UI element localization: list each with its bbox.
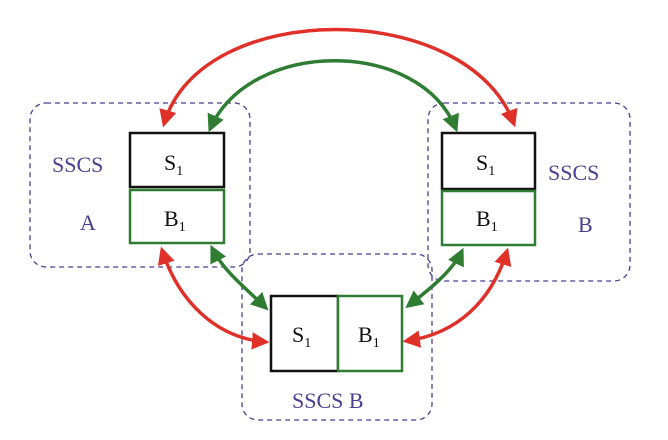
green-arc-top-arrow [207,59,459,133]
group-right-label-2: B [578,212,593,237]
right-b-box [440,189,537,247]
bottom-s-box [269,294,340,373]
group-bottom-label: SSCS B [292,388,364,413]
right-b-label: B1 [476,206,498,235]
left-s-box [128,131,226,189]
green-left-bottom-arrow [210,244,269,311]
red-left-bottom-arrow [157,246,270,350]
green-right-bottom-arrow [405,247,464,309]
group-left-border [29,102,251,268]
left-b-box [128,188,226,245]
group-right-border [427,102,631,282]
red-arc-top-arrow [159,27,518,128]
bottom-s-label: S1 [292,322,311,351]
bottom-b-label: B1 [358,322,380,351]
right-s-box [440,131,537,191]
group-right-label-1: SSCS [548,160,599,185]
left-b-label: B1 [164,206,186,235]
right-s-label: S1 [476,150,495,179]
bottom-b-box [336,294,404,373]
left-s-label: S1 [164,150,183,179]
group-left-label-2: A [80,210,96,235]
red-right-bottom-arrow [402,247,512,348]
group-left-label-1: SSCS [52,152,103,177]
